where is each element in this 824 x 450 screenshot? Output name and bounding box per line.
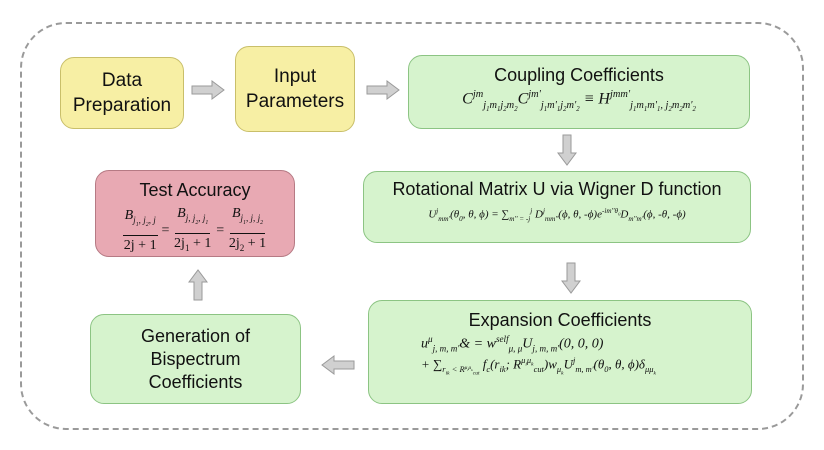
arrow-down-icon: [557, 134, 577, 166]
arrow-right-icon: [191, 80, 225, 100]
workflow-container: [20, 22, 804, 430]
rotational-matrix-box: Rotational Matrix U via Wigner D functio…: [363, 171, 751, 243]
arrow-down-icon: [561, 262, 581, 294]
data-preparation-line1: Data: [101, 70, 143, 91]
generation-line1: Generation of: [140, 325, 251, 346]
input-parameters-line2: Parameters: [245, 91, 345, 112]
expansion-coefficients-title: Expansion Coefficients: [468, 310, 652, 330]
arrow-left-icon: [321, 355, 355, 375]
generation-line2: Bispectrum: [150, 348, 241, 369]
wigner-equation: Ujmm'(θ0, θ, ϕ) = ∑m'' = -jj Djmm''(ϕ, θ…: [428, 207, 686, 223]
generation-bispectrum-box: Generation of Bispectrum Coefficients: [90, 314, 301, 404]
coupling-coefficients-box: Coupling Coefficients Cjmj1m1j2m2Cjm'j1m…: [408, 55, 750, 129]
expansion-coefficients-box: Expansion Coefficients uμj, m, m'& = wse…: [368, 300, 752, 404]
expansion-equation-line2: + ∑rik < Rμiμkcut fc(rik; Rμiμkcut)wμkUj…: [421, 355, 656, 378]
arrow-right-icon: [366, 80, 400, 100]
input-parameters-box: Input Parameters: [235, 46, 355, 132]
coupling-equation: Cjmj1m1j2m2Cjm'j1m'1j2m'2 ≡ Hjmm'j1m1m'1…: [462, 89, 696, 113]
coupling-coefficients-title: Coupling Coefficients: [494, 65, 664, 85]
input-parameters-line1: Input: [273, 66, 317, 87]
generation-line3: Coefficients: [148, 371, 243, 392]
test-accuracy-title: Test Accuracy: [139, 180, 251, 200]
data-preparation-box: Data Preparation: [60, 57, 184, 129]
rotational-matrix-title: Rotational Matrix U via Wigner D functio…: [392, 179, 722, 199]
expansion-equation-line1: uμj, m, m'& = wselfμ, μUj, m, m'(0, 0, 0…: [421, 334, 604, 354]
data-preparation-line2: Preparation: [72, 95, 172, 116]
arrow-up-icon: [188, 269, 208, 301]
